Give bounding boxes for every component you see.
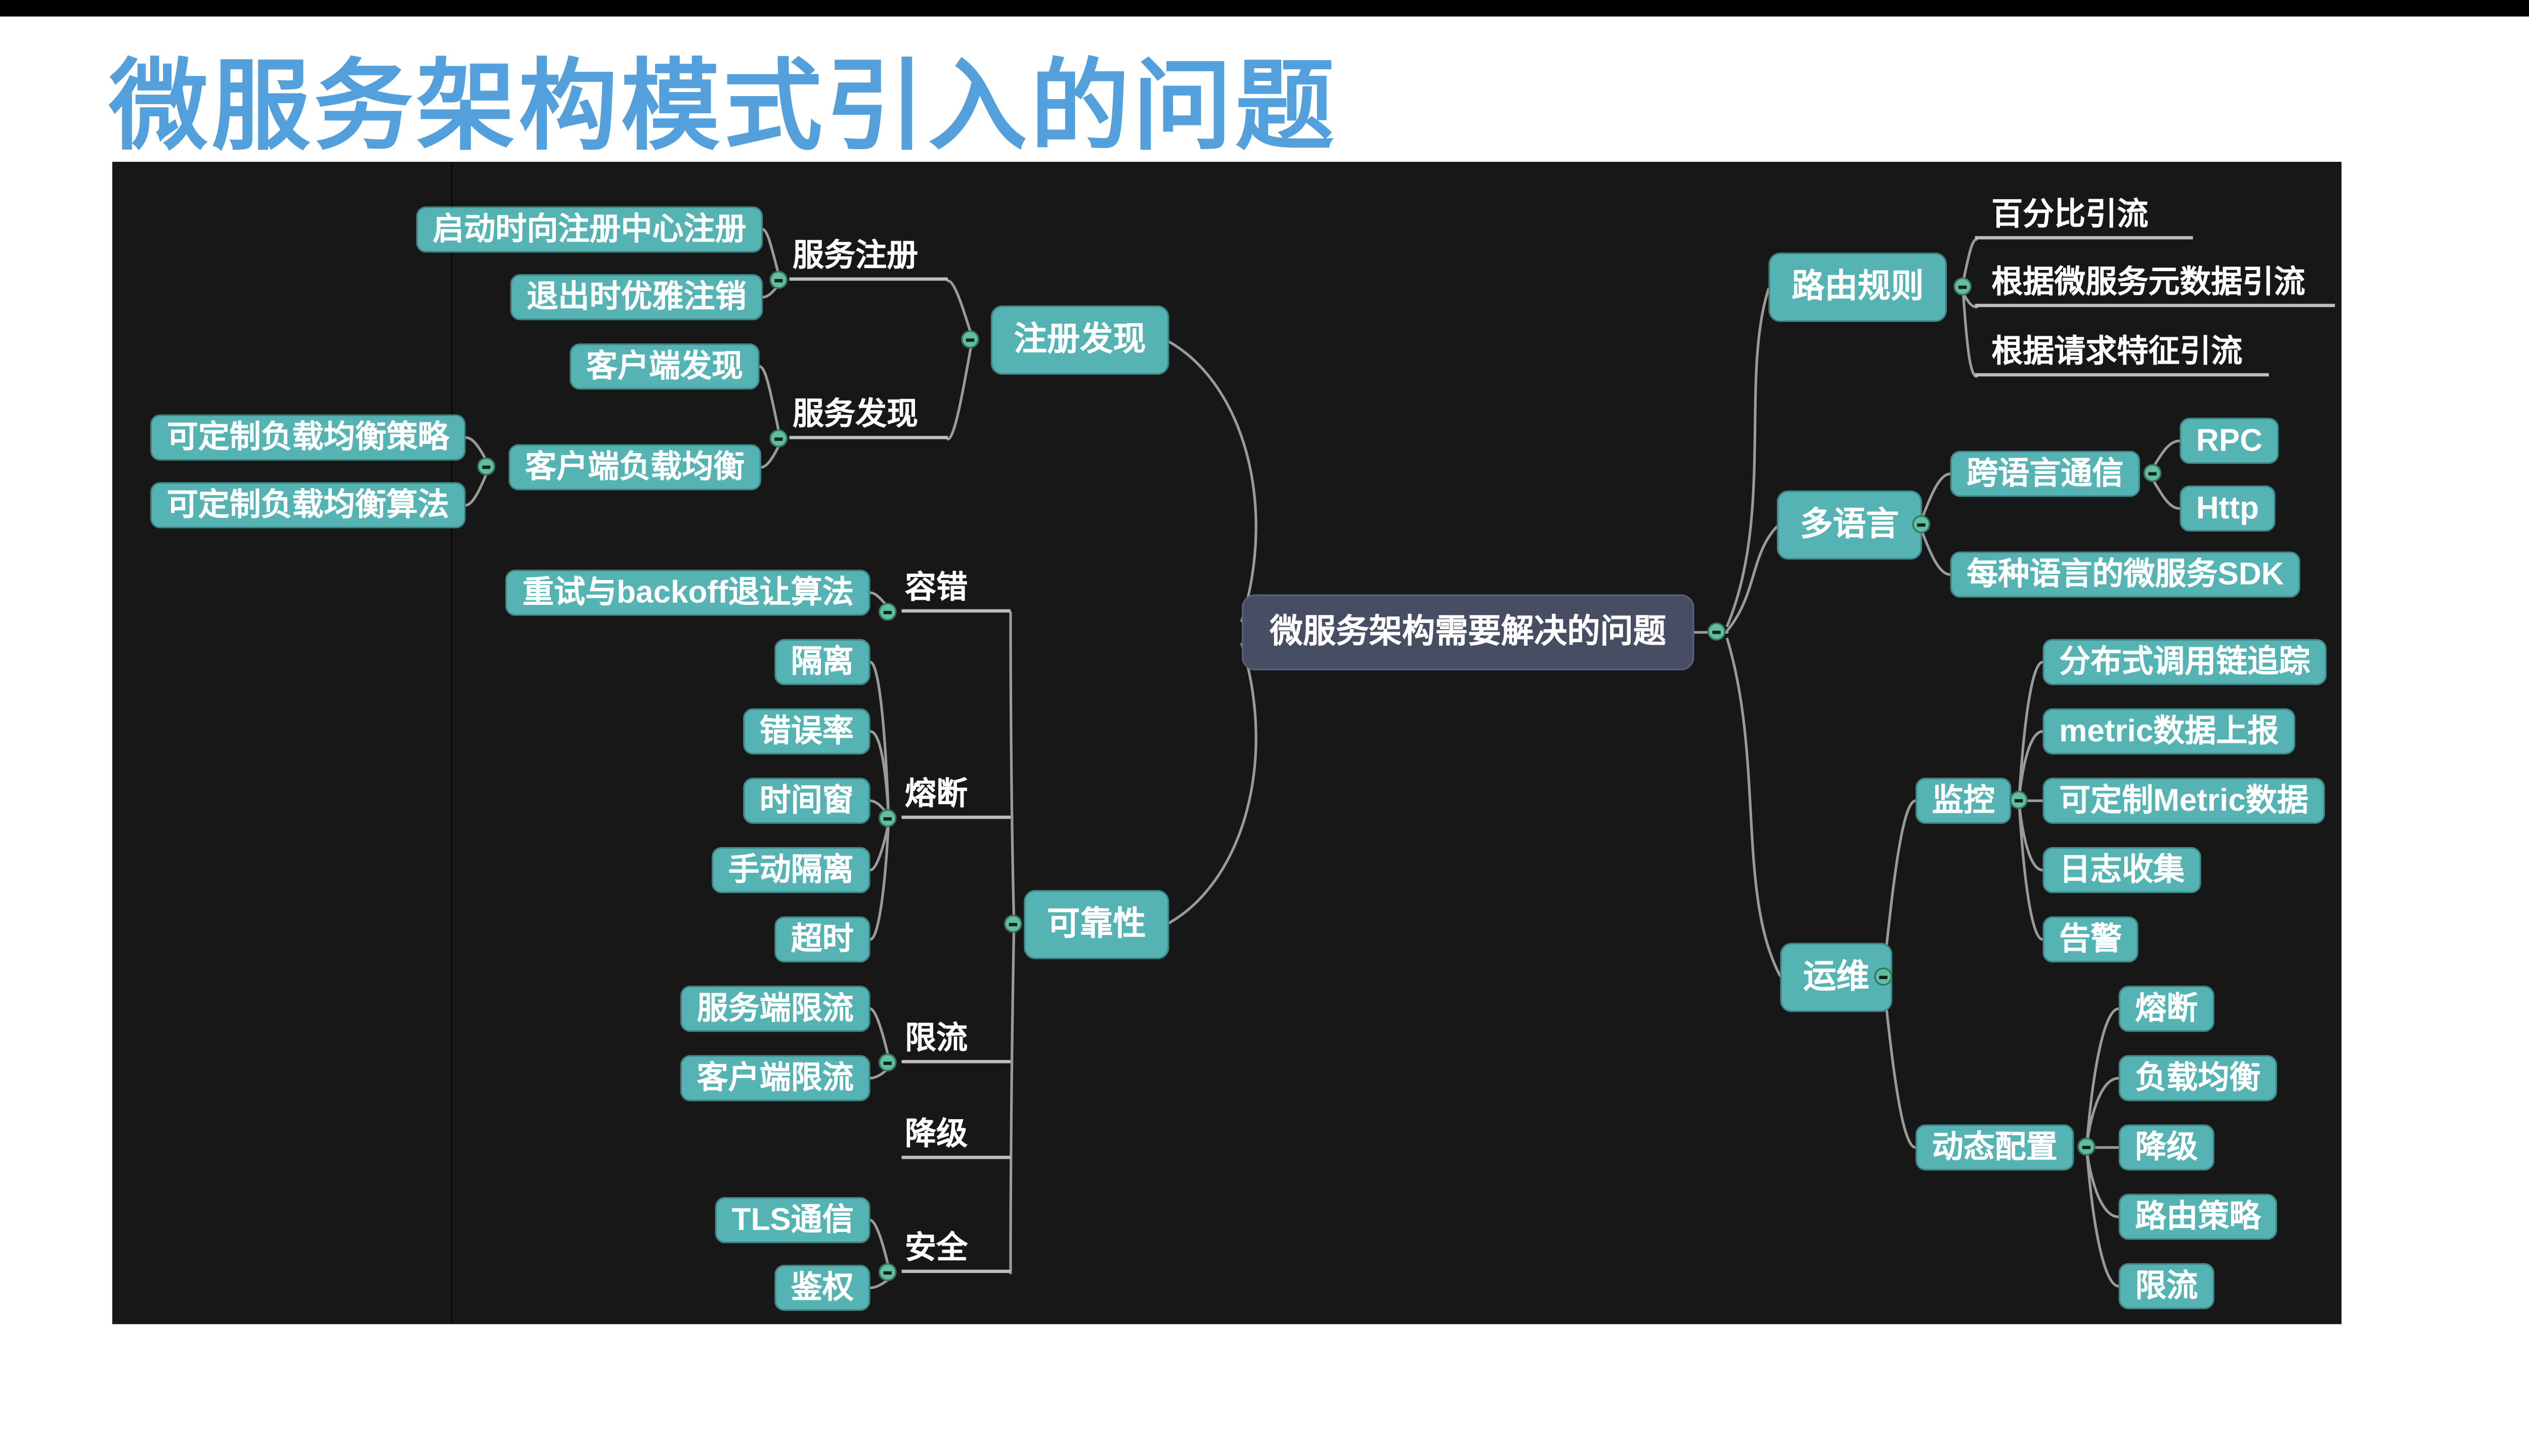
collapse-toggle-dynamic-config[interactable]: [2077, 1137, 2096, 1156]
collapse-toggle-multi-language[interactable]: [1912, 515, 1931, 534]
node-client-discovery[interactable]: 客户端发现: [570, 343, 760, 390]
node-config-routing-policy[interactable]: 路由策略: [2118, 1194, 2278, 1240]
node-sdk-per-language[interactable]: 每种语言的微服务SDK: [1950, 551, 2301, 598]
node-config-load-balance[interactable]: 负载均衡: [2118, 1055, 2278, 1101]
label-circuit-breaker[interactable]: 熔断: [901, 776, 1011, 819]
collapse-toggle-reliability[interactable]: [1004, 914, 1022, 933]
collapse-toggle-routing-rules[interactable]: [1953, 277, 1972, 296]
node-distributed-tracing[interactable]: 分布式调用链追踪: [2042, 639, 2327, 685]
node-client-load-balancing[interactable]: 客户端负载均衡: [508, 444, 762, 491]
collapse-toggle-security[interactable]: [878, 1263, 897, 1282]
node-manual-isolation[interactable]: 手动隔离: [712, 847, 870, 894]
node-isolation[interactable]: 隔离: [774, 639, 870, 685]
label-service-discovery[interactable]: 服务发现: [789, 396, 948, 439]
node-timeout[interactable]: 超时: [774, 916, 870, 963]
node-graceful-logout[interactable]: 退出时优雅注销: [510, 274, 763, 321]
page-title: 微服务架构模式引入的问题: [109, 51, 1338, 162]
label-traffic-by-request-feature[interactable]: 根据请求特征引流: [1975, 333, 2269, 377]
label-degradation[interactable]: 降级: [901, 1116, 1011, 1159]
node-multi-language[interactable]: 多语言: [1776, 490, 1923, 560]
node-authentication[interactable]: 鉴权: [774, 1264, 870, 1311]
node-config-circuit-breaker[interactable]: 熔断: [2118, 986, 2215, 1032]
label-service-registration[interactable]: 服务注册: [789, 238, 948, 281]
node-custom-metric[interactable]: 可定制Metric数据: [2042, 777, 2325, 824]
collapse-toggle-service-discovery[interactable]: [769, 429, 788, 448]
node-central-topic[interactable]: 微服务架构需要解决的问题: [1242, 594, 1694, 671]
node-metric-report[interactable]: metric数据上报: [2042, 708, 2296, 755]
connector-lines: [464, 228, 2182, 1290]
collapse-toggle-registry[interactable]: [961, 330, 979, 348]
node-retry-backoff[interactable]: 重试与backoff退让算法: [506, 569, 870, 616]
node-tls-communication[interactable]: TLS通信: [715, 1197, 870, 1244]
collapse-toggle-cross-language[interactable]: [2143, 464, 2162, 482]
collapse-toggle-central[interactable]: [1707, 622, 1726, 641]
label-rate-limit[interactable]: 限流: [901, 1021, 1011, 1064]
node-server-rate-limit[interactable]: 服务端限流: [680, 986, 870, 1032]
node-config-degradation[interactable]: 降级: [2118, 1124, 2215, 1171]
collapse-toggle-rate-limit[interactable]: [878, 1053, 897, 1072]
node-dynamic-config[interactable]: 动态配置: [1915, 1124, 2074, 1171]
node-http[interactable]: Http: [2179, 485, 2276, 532]
node-config-rate-limit[interactable]: 限流: [2118, 1263, 2215, 1309]
collapse-toggle-circuit-breaker[interactable]: [878, 809, 897, 827]
node-custom-lb-algorithm[interactable]: 可定制负载均衡算法: [150, 482, 466, 528]
node-reliability[interactable]: 可靠性: [1024, 890, 1169, 959]
top-black-strip: [0, 0, 2529, 17]
label-traffic-by-metadata[interactable]: 根据微服务元数据引流: [1975, 264, 2335, 307]
node-routing-rules[interactable]: 路由规则: [1768, 252, 1947, 322]
node-alerting[interactable]: 告警: [2042, 916, 2139, 963]
collapse-toggle-fault-tolerance[interactable]: [878, 602, 897, 621]
collapse-toggle-monitoring[interactable]: [2010, 790, 2028, 809]
collapse-toggle-client-lb[interactable]: [477, 457, 496, 476]
collapse-toggle-operations[interactable]: [1874, 967, 1893, 986]
node-error-rate[interactable]: 错误率: [743, 708, 870, 755]
node-time-window[interactable]: 时间窗: [743, 777, 870, 824]
node-log-collection[interactable]: 日志收集: [2042, 847, 2201, 894]
node-cross-language-comm[interactable]: 跨语言通信: [1950, 451, 2141, 497]
canvas-seam: [451, 161, 453, 1325]
node-registry-discovery[interactable]: 注册发现: [990, 305, 1169, 375]
node-register-on-startup[interactable]: 启动时向注册中心注册: [416, 206, 763, 253]
mindmap-panel: 微服务架构需要解决的问题 注册发现 服务注册 启动时向注册中心注册 退出时优雅注…: [112, 161, 2342, 1325]
collapse-toggle-service-registration[interactable]: [769, 271, 788, 289]
label-traffic-by-percentage[interactable]: 百分比引流: [1975, 196, 2193, 240]
node-client-rate-limit[interactable]: 客户端限流: [680, 1055, 870, 1101]
node-custom-lb-strategy[interactable]: 可定制负载均衡策略: [150, 414, 466, 461]
node-monitoring[interactable]: 监控: [1915, 777, 2012, 824]
label-fault-tolerance[interactable]: 容错: [901, 569, 1011, 613]
node-rpc[interactable]: RPC: [2179, 417, 2279, 464]
node-operations[interactable]: 运维: [1780, 943, 1893, 1012]
label-security[interactable]: 安全: [901, 1230, 1011, 1273]
